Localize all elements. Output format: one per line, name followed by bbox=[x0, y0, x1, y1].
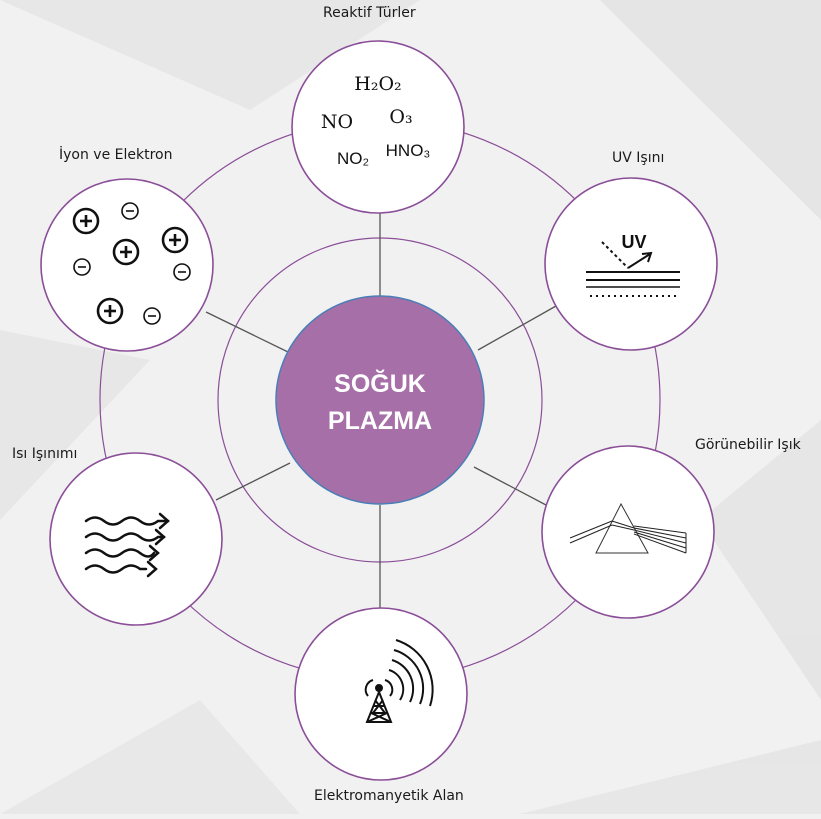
connectors bbox=[205, 212, 557, 610]
formula-o3: O₃ bbox=[389, 106, 412, 128]
uv-icon-text: UV bbox=[621, 232, 646, 252]
formula-h2o2: H₂O₂ bbox=[354, 73, 401, 95]
formula-hno3: HNO₃ bbox=[386, 141, 431, 160]
node-reactive bbox=[291, 40, 465, 214]
uv-ray-icon: UV bbox=[586, 232, 680, 297]
connector-ions bbox=[205, 311, 289, 353]
heat-waves-icon bbox=[84, 512, 170, 578]
center-title-line1: SOĞUK bbox=[334, 369, 426, 398]
label-uv: UV Işını bbox=[612, 150, 665, 166]
label-visible: Görünebilir Işık bbox=[695, 437, 801, 453]
ions-electrons-icon bbox=[72, 202, 191, 325]
connector-heat bbox=[215, 462, 291, 501]
formula-no2: NO₂ bbox=[337, 149, 369, 168]
prism-icon bbox=[569, 502, 687, 554]
label-reactive: Reaktif Türler bbox=[323, 5, 416, 21]
center-circle bbox=[275, 295, 485, 505]
chemical-formulas-icon: H₂O₂ NO O₃ HNO₃ NO₂ bbox=[321, 73, 430, 168]
connector-uv bbox=[477, 305, 557, 351]
center-title-line2: PLAZMA bbox=[328, 407, 432, 435]
node-heat bbox=[49, 452, 223, 626]
node-em bbox=[294, 607, 468, 781]
label-heat: Isı Işınımı bbox=[12, 446, 78, 462]
formula-no: NO bbox=[321, 111, 353, 133]
radio-tower-icon bbox=[364, 639, 434, 723]
connector-visible bbox=[473, 466, 547, 506]
label-em: Elektromanyetik Alan bbox=[314, 788, 464, 804]
label-ions: İyon ve Elektron bbox=[59, 147, 173, 163]
node-uv bbox=[544, 177, 718, 351]
